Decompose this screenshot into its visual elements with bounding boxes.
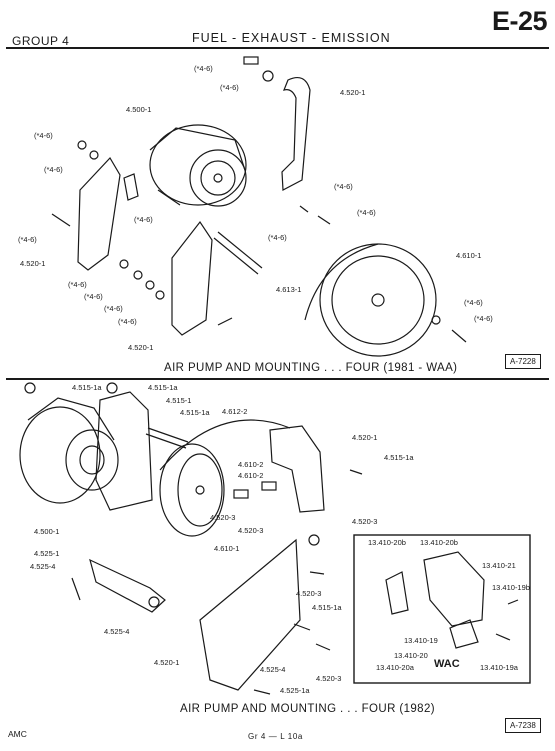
- svg-text:4.613-1: 4.613-1: [276, 285, 301, 294]
- svg-text:4.612-2: 4.612-2: [222, 407, 247, 416]
- long-bolt-top: [213, 231, 263, 275]
- svg-text:4.520-1: 4.520-1: [352, 433, 377, 442]
- svg-text:4.520-1: 4.520-1: [128, 343, 153, 352]
- wac-inset-title: WAC: [434, 658, 460, 670]
- svg-text:4.515-1: 4.515-1: [166, 396, 191, 405]
- svg-text:4.525-4: 4.525-4: [260, 665, 285, 674]
- svg-text:13.410-21: 13.410-21: [482, 561, 516, 570]
- svg-text:4.610-1: 4.610-1: [456, 251, 481, 260]
- footer-left: AMC: [8, 729, 27, 739]
- svg-text:(*4-6): (*4-6): [104, 304, 123, 313]
- svg-text:(*4-6): (*4-6): [118, 317, 137, 326]
- svg-text:4.610-2: 4.610-2: [238, 471, 263, 480]
- air-pump-bottom: [19, 397, 119, 504]
- spacer-top: [123, 173, 139, 201]
- svg-text:4.515-1a: 4.515-1a: [148, 383, 178, 392]
- divider-rule: [6, 378, 549, 380]
- right-bracket-bottom: [269, 425, 325, 513]
- svg-text:(*4-6): (*4-6): [464, 298, 483, 307]
- svg-text:4.520-3: 4.520-3: [316, 674, 341, 683]
- svg-text:4.500-1: 4.500-1: [34, 527, 59, 536]
- wac-inset-parts: [385, 551, 519, 649]
- svg-text:(*4-6): (*4-6): [18, 235, 37, 244]
- pulley-top: [304, 243, 437, 357]
- page-code: E-25: [491, 6, 548, 36]
- svg-text:4.515-1a: 4.515-1a: [384, 453, 414, 462]
- svg-text:(*4-6): (*4-6): [34, 131, 53, 140]
- bottom-part-labels: 4.515-1a 4.515-1a 4.515-1 4.515-1a 4.612…: [30, 383, 414, 695]
- top-diagram-caption: AIR PUMP AND MOUNTING . . . FOUR (1981 -…: [164, 362, 458, 374]
- svg-text:4.515-1a: 4.515-1a: [180, 408, 210, 417]
- svg-text:4.515-1a: 4.515-1a: [72, 383, 102, 392]
- footer-center: Gr 4 — L 10a: [248, 732, 303, 741]
- svg-text:4.610-1: 4.610-1: [214, 544, 239, 553]
- svg-text:(*4-6): (*4-6): [220, 83, 239, 92]
- svg-text:13.410-20b: 13.410-20b: [420, 538, 458, 547]
- svg-text:4.500-1: 4.500-1: [126, 105, 151, 114]
- svg-text:(*4-6): (*4-6): [194, 64, 213, 73]
- svg-text:4.520-3: 4.520-3: [296, 589, 321, 598]
- svg-text:4.520-1: 4.520-1: [20, 259, 45, 268]
- svg-text:(*4-6): (*4-6): [357, 208, 376, 217]
- svg-text:(*4-6): (*4-6): [84, 292, 103, 301]
- lower-bracket-bottom: [199, 538, 301, 691]
- bottom-diagram-ref: A-7238: [505, 718, 541, 733]
- header-rule: [6, 47, 549, 49]
- curved-bracket-top: [281, 77, 311, 191]
- svg-text:4.525-1a: 4.525-1a: [280, 686, 310, 695]
- svg-text:(*4-6): (*4-6): [68, 280, 87, 289]
- pulley-bottom: [159, 419, 291, 537]
- svg-text:4.520-3: 4.520-3: [352, 517, 377, 526]
- inset-part-labels: 13.410-20b 13.410-20b 13.410-21 13.410-1…: [368, 538, 530, 672]
- fasteners-top: [51, 56, 467, 343]
- svg-text:(*4-6): (*4-6): [474, 314, 493, 323]
- svg-text:13.410-19b: 13.410-19b: [492, 583, 530, 592]
- lower-bracket-top: [171, 220, 213, 336]
- arm-bracket-bottom: [89, 558, 166, 613]
- top-part-labels: (*4-6) (*4-6) 4.500-1 4.520-1 (*4-6) (*4…: [18, 64, 493, 352]
- svg-text:4.610-2: 4.610-2: [238, 460, 263, 469]
- svg-text:4.525-4: 4.525-4: [104, 627, 129, 636]
- mount-plate-bottom: [95, 391, 153, 511]
- svg-text:13.410-20a: 13.410-20a: [376, 663, 415, 672]
- svg-text:13.410-19a: 13.410-19a: [480, 663, 519, 672]
- group-label: GROUP 4: [12, 34, 70, 48]
- fasteners-bottom: [24, 382, 363, 695]
- left-bracket-top: [77, 157, 121, 271]
- wac-inset-box: [353, 534, 531, 684]
- air-pump-top: [149, 124, 247, 207]
- svg-text:(*4-6): (*4-6): [44, 165, 63, 174]
- svg-text:(*4-6): (*4-6): [334, 182, 353, 191]
- svg-text:(*4-6): (*4-6): [268, 233, 287, 242]
- svg-text:4.520-3: 4.520-3: [210, 513, 235, 522]
- bottom-diagram-caption: AIR PUMP AND MOUNTING . . . FOUR (1982): [180, 703, 436, 715]
- svg-text:4.520-3: 4.520-3: [238, 526, 263, 535]
- svg-text:13.410-20: 13.410-20: [394, 651, 428, 660]
- svg-text:4.520-1: 4.520-1: [340, 88, 365, 97]
- long-bolt-bottom: [145, 427, 189, 449]
- svg-text:13.410-20b: 13.410-20b: [368, 538, 406, 547]
- svg-text:4.515-1a: 4.515-1a: [312, 603, 342, 612]
- top-diagram-ref: A-7228: [505, 354, 541, 369]
- section-title: FUEL - EXHAUST - EMISSION: [192, 31, 391, 45]
- svg-text:4.520-1: 4.520-1: [154, 658, 179, 667]
- svg-text:(*4-6): (*4-6): [134, 215, 153, 224]
- svg-text:13.410-19: 13.410-19: [404, 636, 438, 645]
- svg-text:4.525-1: 4.525-1: [34, 549, 59, 558]
- svg-text:4.525-4: 4.525-4: [30, 562, 55, 571]
